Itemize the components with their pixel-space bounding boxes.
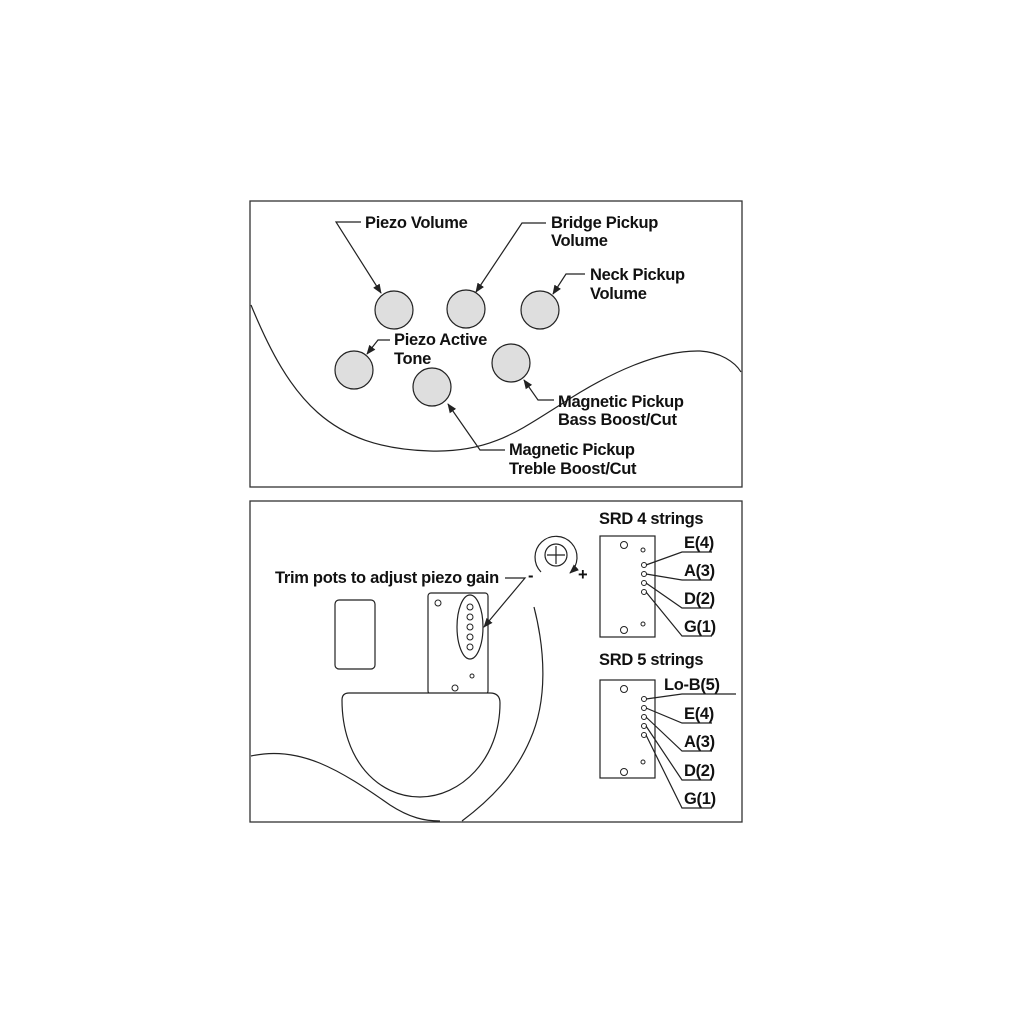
minus-sign: - [528, 567, 533, 585]
neck-pickup-volume-leader [552, 273, 585, 295]
srd5-leader-d [645, 725, 712, 781]
piezo-volume-knob[interactable] [374, 290, 414, 330]
body-outline-curve [250, 304, 742, 452]
piezo-active-tone-line1: Piezo Active [394, 331, 487, 349]
preamp-plate-screw [469, 673, 475, 679]
srd4-string-e: E(4) [684, 534, 714, 552]
srd5-trim-pot[interactable] [641, 723, 647, 729]
bridge-pickup-volume-leader [475, 222, 546, 293]
bridge-pickup-volume-line1: Bridge Pickup [551, 214, 658, 232]
magnetic-treble-label: Magnetic Pickup Treble Boost/Cut [509, 441, 639, 478]
srd5-string-g: G(1) [684, 790, 716, 808]
trim-panel: Trim pots to adjust piezo gain - + SRD 4… [249, 500, 743, 823]
srd4-trim-pot[interactable] [641, 562, 647, 568]
srd5-leader-e [645, 707, 712, 724]
srd4-plate-screw [620, 626, 628, 634]
piezo-active-tone-knob[interactable] [334, 350, 374, 390]
preamp-plate-screw [434, 599, 442, 607]
neck-pickup-volume-line2: Volume [590, 285, 647, 303]
bridge-pickup-volume-knob[interactable] [446, 289, 486, 329]
srd5-title: SRD 5 strings [599, 651, 703, 669]
trim-pot[interactable] [466, 613, 474, 621]
control-panel: Piezo Volume Bridge Pickup Volume Neck P… [249, 200, 743, 488]
srd4-trim-pot[interactable] [641, 580, 647, 586]
pickup-cover [334, 599, 376, 670]
preamp-plate-screw [451, 684, 459, 692]
magnetic-bass-line2: Bass Boost/Cut [558, 411, 677, 429]
bridge-pickup-volume-label: Bridge Pickup Volume [551, 214, 662, 250]
piezo-volume-leader [334, 221, 382, 294]
body-outline-right [461, 606, 544, 822]
trim-pot[interactable] [466, 643, 474, 651]
srd5-trim-pot[interactable] [641, 705, 647, 711]
srd5-trim-pot[interactable] [641, 714, 647, 720]
magnetic-treble-line1: Magnetic Pickup [509, 441, 635, 459]
srd5-string-d: D(2) [684, 762, 715, 780]
srd5-string-lob: Lo-B(5) [664, 676, 720, 694]
srd5-leader-a [645, 716, 712, 752]
screw-adjust-icon [534, 535, 579, 574]
srd4-string-g: G(1) [684, 618, 716, 636]
srd4-leader-d [645, 582, 712, 609]
trim-pot[interactable] [466, 623, 474, 631]
srd5-trim-pot[interactable] [641, 732, 647, 738]
srd5-string-e: E(4) [684, 705, 714, 723]
magnetic-bass-line1: Magnetic Pickup [558, 393, 684, 411]
srd4-string-a: A(3) [684, 562, 715, 580]
srd4-leader-e [645, 551, 712, 566]
piezo-active-tone-leader [366, 339, 390, 355]
magnetic-treble-leader [447, 403, 505, 451]
trim-pots-leader [483, 577, 527, 628]
srd4-title: SRD 4 strings [599, 510, 703, 528]
magnetic-treble-knob[interactable] [412, 367, 452, 407]
piezo-volume-label: Piezo Volume [365, 214, 468, 232]
trim-pot[interactable] [466, 603, 474, 611]
srd5-string-a: A(3) [684, 733, 715, 751]
srd4-leader-a [645, 573, 712, 581]
srd5-leader-lob [645, 693, 736, 700]
bridge-pickup-volume-line2: Volume [551, 232, 608, 250]
srd5-plate-screw [620, 768, 628, 776]
trim-pot[interactable] [466, 633, 474, 641]
srd5-leader-g [645, 734, 712, 809]
body-outline-lower [250, 752, 441, 822]
magnetic-bass-label: Magnetic Pickup Bass Boost/Cut [558, 393, 688, 429]
srd4-plate-dot [640, 621, 646, 627]
srd5-trim-pot[interactable] [641, 696, 647, 702]
neck-pickup-volume-label: Neck Pickup Volume [590, 266, 689, 303]
control-cavity-cover [341, 692, 501, 798]
srd4-plate-dot [640, 547, 646, 553]
srd4-plate-screw [620, 541, 628, 549]
piezo-active-tone-label: Piezo Active Tone [394, 331, 491, 368]
piezo-active-tone-line2: Tone [394, 350, 431, 368]
neck-pickup-volume-knob[interactable] [520, 290, 560, 330]
srd4-trim-pot[interactable] [641, 589, 647, 595]
magnetic-bass-leader [523, 379, 554, 401]
srd4-leader-g [645, 591, 712, 637]
srd5-plate-screw [620, 685, 628, 693]
srd4-trim-pot[interactable] [641, 571, 647, 577]
magnetic-treble-line2: Treble Boost/Cut [509, 460, 637, 478]
rotation-arrow-icon [534, 535, 579, 574]
srd4-plate [599, 535, 656, 638]
magnetic-bass-knob[interactable] [491, 343, 531, 383]
neck-pickup-volume-line1: Neck Pickup [590, 266, 685, 284]
srd5-plate [599, 679, 656, 779]
srd5-plate-dot [640, 759, 646, 765]
plus-sign: + [578, 566, 587, 584]
trim-pots-label: Trim pots to adjust piezo gain [275, 569, 499, 587]
control-panel-frame [249, 200, 743, 488]
srd4-string-d: D(2) [684, 590, 715, 608]
